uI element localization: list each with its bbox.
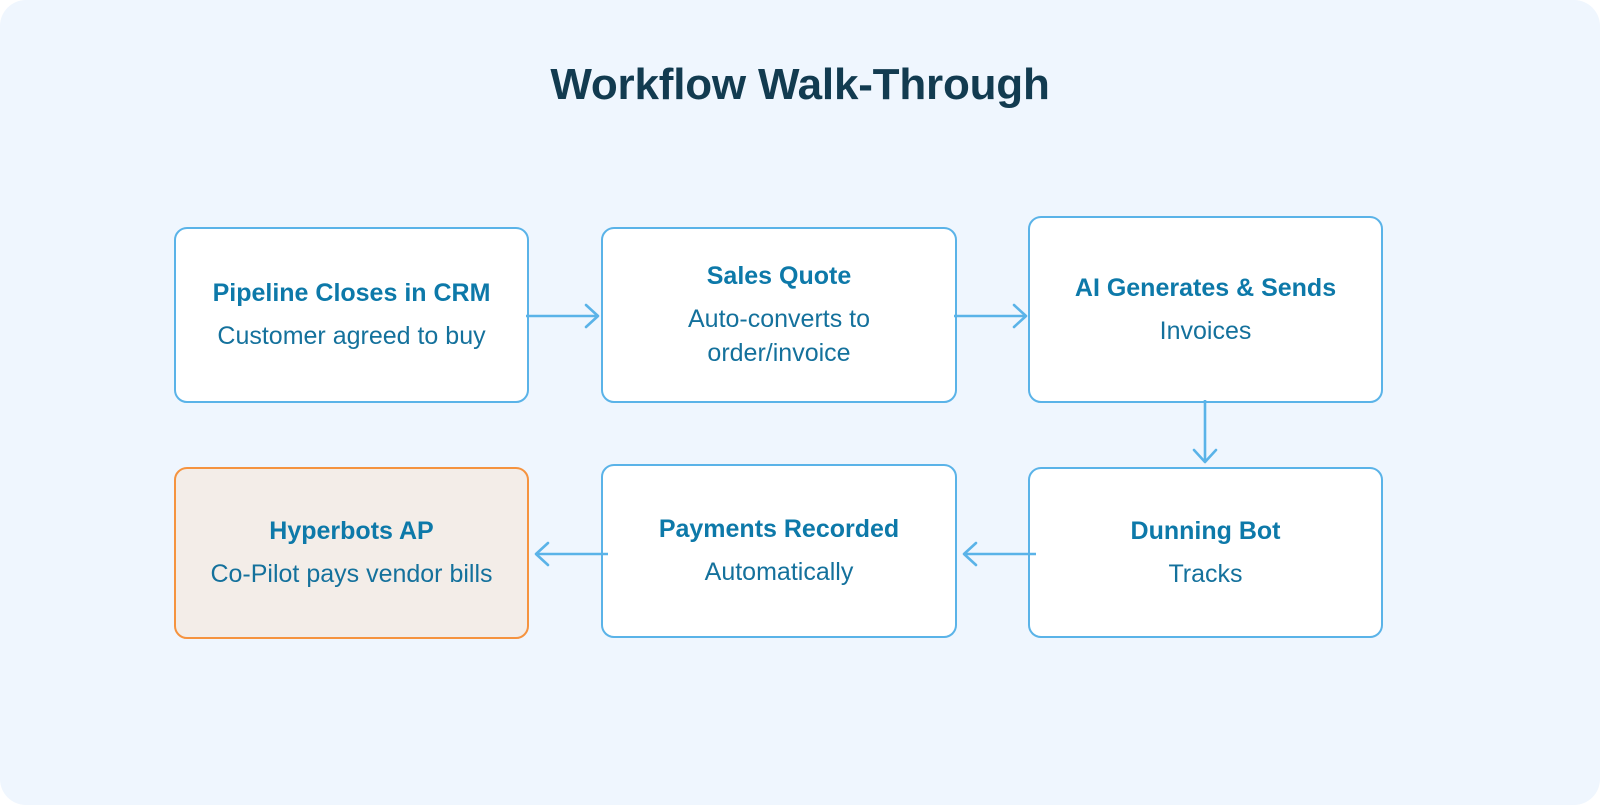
flow-node-title: Sales Quote xyxy=(706,262,852,290)
flow-node-subtitle: Customer agreed to buy xyxy=(217,322,486,350)
flow-node-title: Payments Recorded xyxy=(658,515,900,543)
arrow-down-icon-ai-to-dunning xyxy=(1192,400,1218,464)
arrow-right-icon-crm-to-quote xyxy=(526,303,600,329)
flow-node-subtitle: Co-Pilot pays vendor bills xyxy=(210,560,493,588)
flow-node-sales-quote[interactable]: Sales Quote Auto-converts to order/invoi… xyxy=(601,227,957,403)
page-title: Workflow Walk-Through xyxy=(550,60,1050,109)
flow-node-subtitle: Auto-converts to order/invoice xyxy=(687,305,871,367)
flow-node-dunning-bot[interactable]: Dunning Bot Tracks xyxy=(1028,467,1383,638)
flow-node-title: Pipeline Closes in CRM xyxy=(212,279,491,307)
arrow-right-icon-quote-to-ai xyxy=(954,303,1028,329)
flow-node-title: Hyperbots AP xyxy=(269,517,434,545)
arrow-left-icon-payments-to-hyperbots xyxy=(534,541,608,567)
arrow-left-icon-dunning-to-payments xyxy=(962,541,1036,567)
flow-node-hyperbots-ap[interactable]: Hyperbots AP Co-Pilot pays vendor bills xyxy=(174,467,529,639)
flow-node-title: Dunning Bot xyxy=(1130,516,1281,545)
flow-node-subtitle: Automatically xyxy=(704,558,854,586)
flow-node-ai-generates-and-sends[interactable]: AI Generates & Sends Invoices xyxy=(1028,216,1383,403)
flow-node-payments-recorded[interactable]: Payments Recorded Automatically xyxy=(601,464,957,638)
flow-node-subtitle: Invoices xyxy=(1159,316,1252,345)
flow-node-title: AI Generates & Sends xyxy=(1074,273,1337,302)
flow-node-pipeline-closes-in-crm[interactable]: Pipeline Closes in CRM Customer agreed t… xyxy=(174,227,529,403)
flow-node-subtitle: Tracks xyxy=(1168,559,1243,588)
